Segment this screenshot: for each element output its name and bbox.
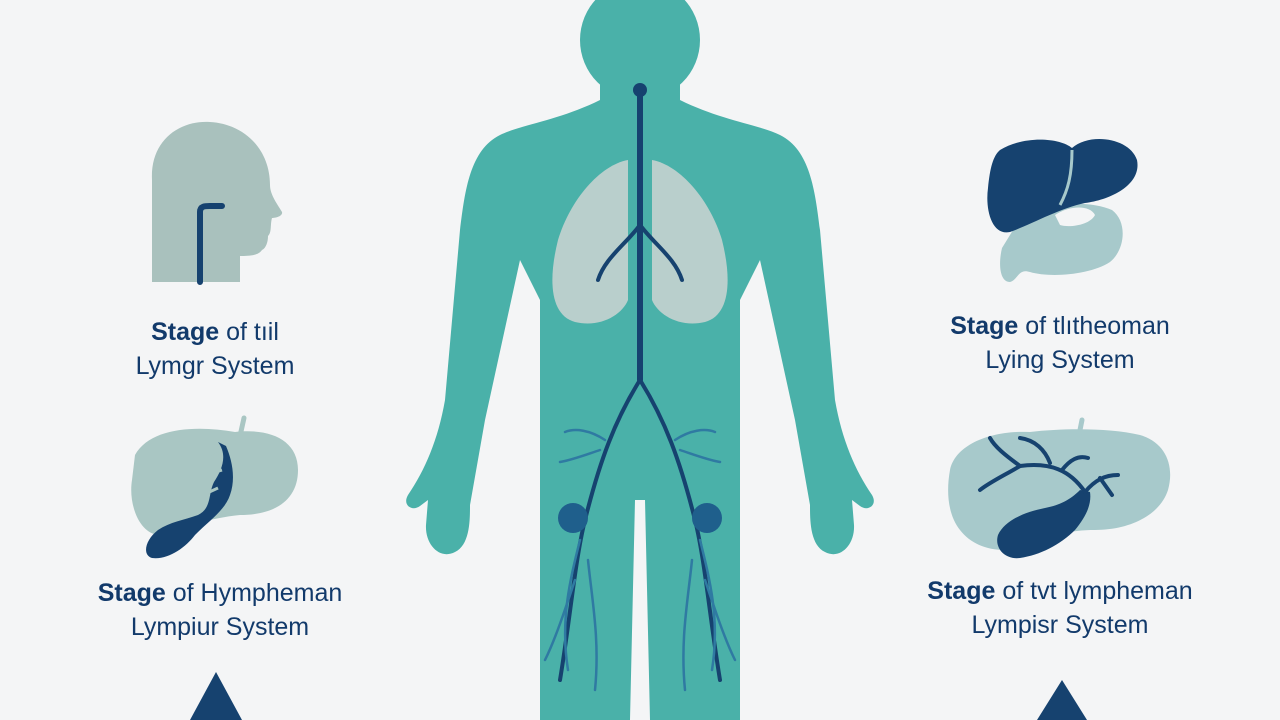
left-lung-shape xyxy=(552,160,628,324)
lymph-node-right xyxy=(692,503,722,533)
caption-top-right-line2: Lying System xyxy=(985,346,1135,374)
caption-top-left-line2: Lymgr System xyxy=(135,352,295,380)
caption-bottom-right-line2: Lympisr System xyxy=(971,611,1149,639)
fine-vessels xyxy=(543,428,737,692)
liver-stomach-icon xyxy=(987,138,1138,282)
body-silhouette xyxy=(406,0,874,720)
caption-bottom-right-line1: Stage of tvt lympheman xyxy=(927,577,1193,605)
up-arrow-icon xyxy=(190,672,242,720)
caption-bottom-left-line1: Stage of Hympheman xyxy=(97,579,343,607)
lymph-node-left xyxy=(558,503,588,533)
caption-bottom-left: Stage of Hympheman Lympiur System xyxy=(50,576,390,644)
up-arrow-icon xyxy=(1037,680,1087,720)
caption-top-right: Stage of tlıthe​oman Lying System xyxy=(900,309,1220,377)
caption-top-left: Stage of tıil Lymgr System xyxy=(80,315,350,383)
head-profile-icon xyxy=(151,121,283,285)
right-lung-shape xyxy=(652,160,728,324)
liver-duct-icon xyxy=(131,415,298,559)
liver-branching-icon xyxy=(948,417,1171,559)
caption-top-left-line1: Stage of tıil xyxy=(151,318,279,346)
caption-top-right-line1: Stage of tlıthe​oman xyxy=(950,312,1170,340)
caption-bottom-left-line2: Lympiur System xyxy=(130,613,310,641)
caption-bottom-right: Stage of tvt lympheman Lympisr System xyxy=(880,574,1240,642)
